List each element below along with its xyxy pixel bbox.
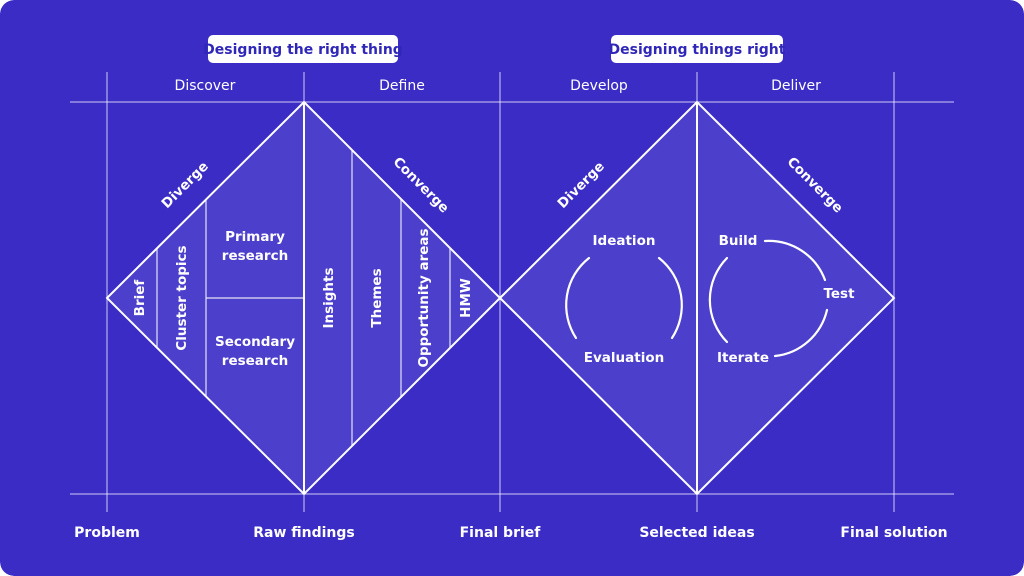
header-left-label: Designing the right thing xyxy=(203,42,403,58)
column-opportunity-areas: Opportunity areas xyxy=(416,228,432,367)
cycle-2-left-arc xyxy=(708,256,729,344)
header-right-label: Designing things right xyxy=(609,42,786,58)
cycle-evaluation: Evaluation xyxy=(584,350,664,366)
header-left-pill: Designing the right thing xyxy=(203,35,403,63)
diamond-2: Diverge Converge Ideation Evaluation Bui… xyxy=(498,100,896,496)
phase-develop: Develop xyxy=(570,78,628,94)
milestone-final-solution: Final solution xyxy=(840,525,947,541)
cycle-2-bottom-arc xyxy=(773,308,829,358)
cycle-1-right-arc xyxy=(657,256,683,340)
secondary-research-line2: research xyxy=(222,353,288,369)
primary-research-line2: research xyxy=(222,248,288,264)
column-brief: Brief xyxy=(132,280,148,317)
column-hmw: HMW xyxy=(458,278,474,318)
phase-define: Define xyxy=(379,78,425,94)
column-themes: Themes xyxy=(369,268,385,327)
cycle-test: Test xyxy=(823,286,855,302)
header-left-bg xyxy=(208,35,398,63)
cycle-iterate: Iterate xyxy=(717,350,769,366)
secondary-research-line1: Secondary xyxy=(215,334,295,350)
cycle-1-left-arc xyxy=(565,256,591,340)
header-right-pill: Designing things right xyxy=(609,35,786,63)
cycle-2-top-arc xyxy=(763,239,827,282)
milestone-raw-findings: Raw findings xyxy=(253,525,355,541)
phase-discover: Discover xyxy=(175,78,236,94)
milestone-problem: Problem xyxy=(74,525,140,541)
header-right-bg xyxy=(611,35,783,63)
phase-deliver: Deliver xyxy=(771,78,821,94)
column-insights: Insights xyxy=(321,267,337,328)
primary-research-line1: Primary xyxy=(225,229,285,245)
cycle-build: Build xyxy=(719,233,758,249)
column-cluster-topics: Cluster topics xyxy=(174,245,190,350)
milestone-final-brief: Final brief xyxy=(460,525,542,541)
cycle-ideation: Ideation xyxy=(593,233,656,249)
milestone-selected-ideas: Selected ideas xyxy=(639,525,754,541)
